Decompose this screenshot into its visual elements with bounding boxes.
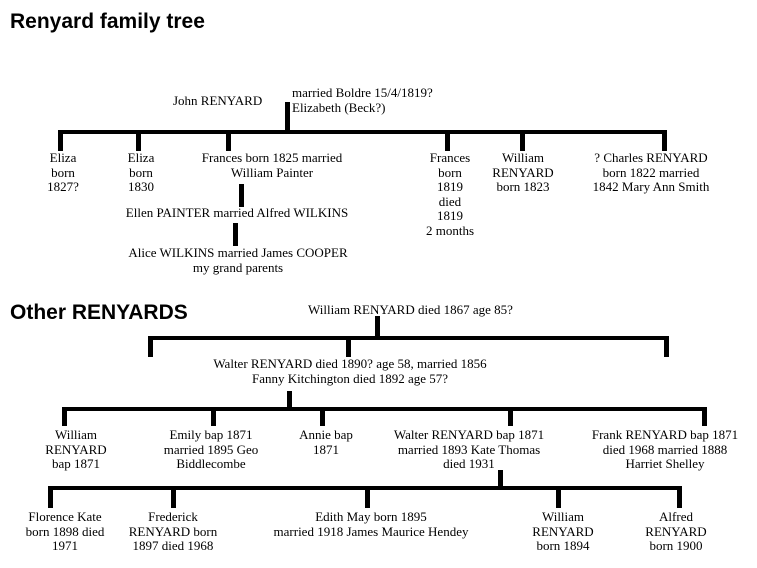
connector-tick — [346, 336, 351, 357]
person-william-renyard-1867: William RENYARD died 1867 age 85? — [308, 302, 513, 317]
connector-tick — [365, 486, 370, 508]
tree2-children-bar — [148, 336, 669, 340]
connector-tick — [664, 336, 669, 357]
connector-tick — [226, 130, 231, 151]
connector-tick — [677, 486, 682, 508]
connector-tick — [62, 407, 67, 426]
spouse-marriage-note: married Boldre 15/4/1819?Elizabeth (Beck… — [292, 85, 433, 115]
connector-tick — [520, 130, 525, 151]
connector-walterbap-to-bar — [498, 470, 503, 488]
connector-john-to-bar — [285, 102, 290, 134]
connector-walter-to-bar — [287, 391, 292, 409]
connector-william1867-to-bar — [375, 316, 380, 338]
heading-other-renyards: Other RENYARDS — [10, 301, 188, 324]
tree2-grandchildren-bar — [62, 407, 707, 411]
connector-tick — [445, 130, 450, 151]
person-john-renyard: John RENYARD — [173, 93, 263, 108]
connector-tick — [148, 336, 153, 357]
connector-tick — [171, 486, 176, 508]
connector-tick — [48, 486, 53, 508]
connector-tick — [320, 407, 325, 426]
connector-tick — [662, 130, 667, 151]
connector-tick — [211, 407, 216, 426]
couple-walter-fanny: Walter RENYARD died 1890? age 58, marrie… — [213, 356, 487, 386]
heading-renyard-family-tree: Renyard family tree — [10, 10, 205, 33]
connector-tick — [136, 130, 141, 151]
connector-frances-to-ellen — [239, 184, 244, 207]
connector-tick — [556, 486, 561, 508]
connector-tick — [58, 130, 63, 151]
connector-ellen-to-alice — [233, 223, 238, 246]
tree1-children-bar — [58, 130, 667, 134]
connector-tick — [702, 407, 707, 426]
person-ellen-painter: Ellen PAINTER married Alfred WILKINS — [125, 205, 349, 220]
connector-tick — [508, 407, 513, 426]
